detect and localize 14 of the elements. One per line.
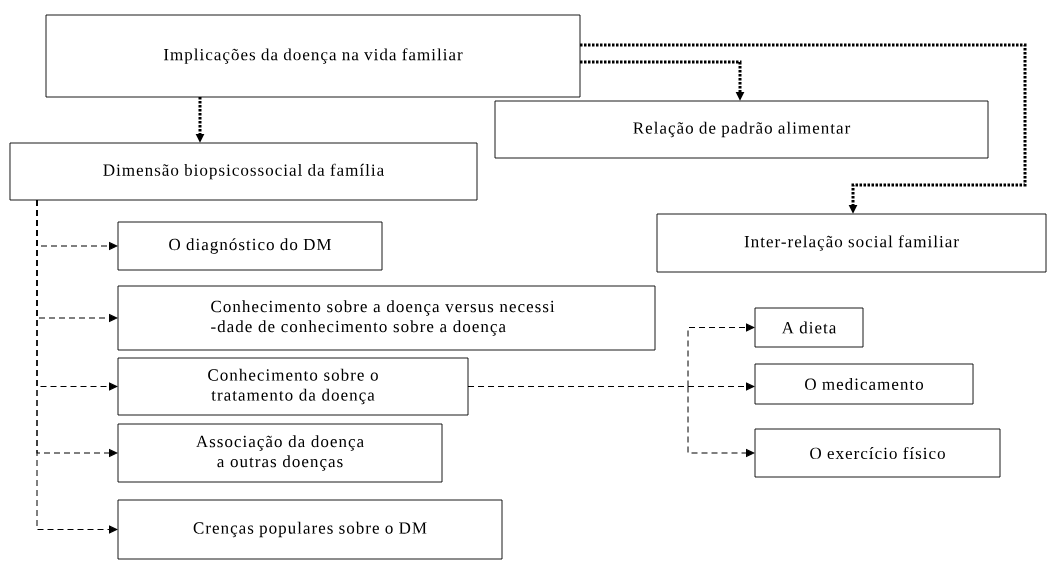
text-box: Dimensão biopsicossocial da família xyxy=(9,142,478,201)
text-box: O diagnóstico do DM xyxy=(117,221,383,271)
text-box: O exercício físico xyxy=(754,428,1001,478)
text-box: A dieta xyxy=(754,307,864,348)
text-box: Conhecimento sobre a doença versus necessi -dade de conhecimento sobre a doença xyxy=(117,285,656,351)
text-box: Associação da doença a outras doenças xyxy=(117,423,443,483)
text-box: Implicações da doença na vida familiar xyxy=(45,14,581,98)
text-box: O medicamento xyxy=(754,363,974,405)
text-box: Inter-relação social familiar xyxy=(656,213,1047,273)
text-box: Crenças populares sobre o DM xyxy=(117,499,503,560)
arrow xyxy=(36,199,118,534)
text-box: Relação de padrão alimentar xyxy=(494,100,989,159)
text-box: Conhecimento sobre o tratamento da doença xyxy=(117,357,469,416)
arrow xyxy=(467,386,755,457)
